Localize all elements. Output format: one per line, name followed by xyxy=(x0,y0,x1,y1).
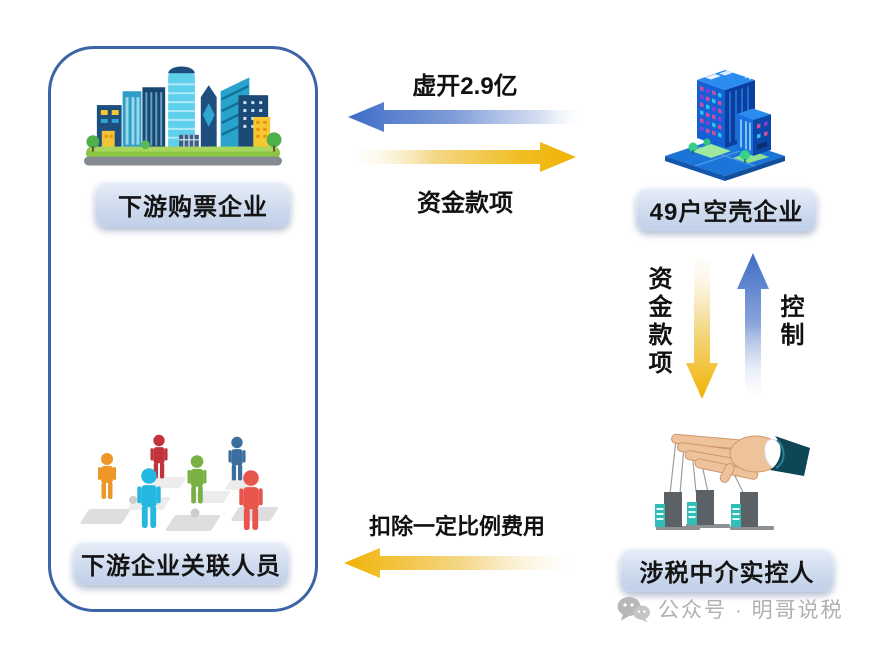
arrow-label-funds-down: 资金款项 xyxy=(644,266,671,378)
puppeteer-hand-illustration xyxy=(655,433,810,530)
wechat-icon xyxy=(617,597,650,623)
funds-down-arrow xyxy=(684,256,720,401)
arrow-label-funds-top: 资金款项 xyxy=(417,190,513,217)
city-illustration xyxy=(84,66,282,166)
node-downstream-related-personnel: 下游企业关联人员 xyxy=(73,541,289,585)
fee-deduction-arrow xyxy=(342,546,572,580)
node-downstream-buyers: 下游购票企业 xyxy=(95,181,291,227)
watermark-text: 公众号 · 明哥说税 xyxy=(658,599,844,622)
people-illustration xyxy=(80,434,279,531)
node-shell-companies: 49户空壳企业 xyxy=(636,187,817,231)
fake-invoice-arrow xyxy=(346,100,584,134)
node-tax-intermediary: 涉税中介实控人 xyxy=(620,548,834,592)
control-arrow xyxy=(735,251,771,396)
arrow-label-fee-deduction: 扣除一定比例费用 xyxy=(368,514,545,539)
funds-top-arrow xyxy=(356,140,578,174)
arrow-label-control: 控制 xyxy=(776,294,803,350)
shell-company-building-illustration xyxy=(665,70,785,181)
downstream-group-frame: 下游购票企业 xyxy=(48,46,318,612)
arrow-label-fake-invoice: 虚开2.9亿 xyxy=(412,73,518,100)
watermark: 公众号 · 明哥说税 xyxy=(616,594,844,624)
